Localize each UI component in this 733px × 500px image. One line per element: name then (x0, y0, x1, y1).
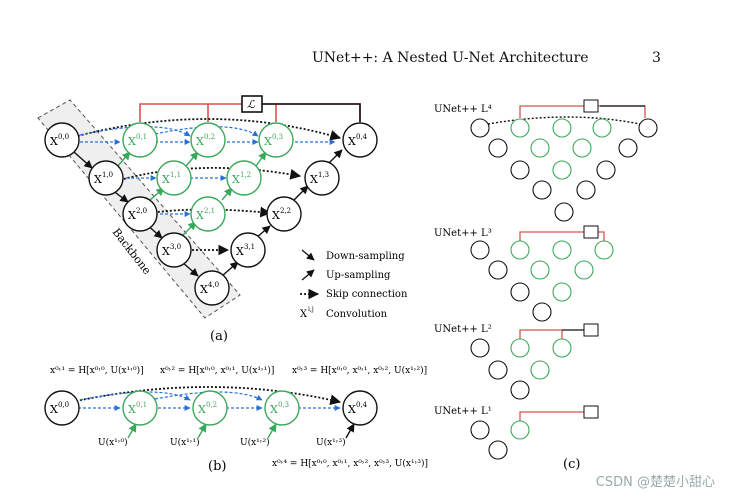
svg-text:0,4: 0,4 (356, 133, 368, 141)
svg-text:X: X (348, 403, 356, 416)
legend: Down-sampling Up-sampling Skip connectio… (300, 249, 408, 320)
page-number: 3 (652, 50, 661, 66)
svg-text:Up-sampling: Up-sampling (326, 270, 391, 281)
svg-text:Skip connection: Skip connection (326, 289, 408, 300)
equation-x04: x⁰˒⁴ = H[x⁰˒⁰, x⁰˒¹, x⁰˒², x⁰˒³, U(x¹˒³)… (272, 458, 428, 469)
svg-text:X: X (272, 209, 280, 222)
svg-text:X: X (196, 135, 204, 148)
equation-x01: x⁰˒¹ = H[x⁰˒⁰, U(x¹˒⁰)] (50, 365, 144, 376)
svg-text:2,2: 2,2 (280, 207, 291, 215)
svg-text:0,1: 0,1 (136, 133, 147, 141)
svg-text:3,0: 3,0 (170, 243, 181, 251)
svg-text:1,3: 1,3 (318, 171, 329, 179)
svg-text:X: X (232, 173, 240, 186)
svg-text:X: X (300, 309, 308, 320)
u-x13-label: U(x¹˒³) (316, 437, 346, 448)
svg-text:X: X (270, 403, 278, 416)
panel-a-label: (a) (210, 329, 228, 344)
svg-text:0,4: 0,4 (356, 401, 368, 409)
svg-text:2,0: 2,0 (136, 207, 147, 215)
svg-text:0,0: 0,0 (58, 133, 69, 141)
svg-text:Down-sampling: Down-sampling (326, 251, 405, 262)
svg-text:0,3: 0,3 (278, 401, 289, 409)
svg-text:X: X (200, 283, 208, 296)
svg-text:0,1: 0,1 (136, 401, 147, 409)
l4-title: UNet++ L⁴ (434, 104, 492, 115)
l2-title: UNet++ L² (434, 324, 492, 335)
svg-text:0,2: 0,2 (204, 133, 215, 141)
svg-text:X: X (198, 403, 206, 416)
panel-c: UNet++ L⁴ UNet++ L³ UNet++ L² (434, 99, 658, 472)
svg-text:X: X (162, 173, 170, 186)
svg-text:0,0: 0,0 (58, 401, 69, 409)
svg-text:3,1: 3,1 (244, 243, 255, 251)
svg-text:i,j: i,j (308, 306, 314, 313)
svg-text:X: X (50, 135, 58, 148)
svg-text:0,3: 0,3 (272, 133, 283, 141)
svg-text:X: X (128, 403, 136, 416)
loss-symbol: ℒ (247, 98, 256, 111)
loss-box (241, 95, 263, 113)
svg-text:X: X (310, 173, 318, 186)
l1-title: UNet++ L¹ (434, 406, 492, 417)
svg-text:0,2: 0,2 (206, 401, 217, 409)
panel-b: x⁰˒¹ = H[x⁰˒⁰, U(x¹˒⁰)] x⁰˒² = H[x⁰˒⁰, x… (44, 365, 428, 474)
u-x10-label: U(x¹˒⁰) (98, 437, 128, 448)
panel-c-label: (c) (563, 457, 580, 472)
svg-text:2,1: 2,1 (204, 207, 215, 215)
panel-a: Backbone ℒ (37, 95, 408, 344)
svg-text:1,1: 1,1 (170, 171, 181, 179)
svg-text:X: X (50, 403, 58, 416)
svg-text:4,0: 4,0 (208, 281, 219, 289)
svg-text:X: X (128, 135, 136, 148)
running-title: UNet++: A Nested U-Net Architecture (312, 50, 589, 66)
svg-text:X: X (348, 135, 356, 148)
svg-text:X: X (128, 209, 136, 222)
u-x12-label: U(x¹˒²) (240, 437, 270, 448)
svg-text:X: X (264, 135, 272, 148)
svg-text:1,2: 1,2 (240, 171, 251, 179)
svg-text:X: X (94, 173, 102, 186)
svg-text:X: X (162, 245, 170, 258)
equation-x02: x⁰˒² = H[x⁰˒⁰, x⁰˒¹, U(x¹˒¹)] (160, 365, 274, 376)
svg-text:Convolution: Convolution (326, 309, 388, 320)
u-x11-label: U(x¹˒¹) (170, 437, 200, 448)
panel-b-label: (b) (208, 459, 226, 474)
svg-text:X: X (196, 209, 204, 222)
equation-x03: x⁰˒³ = H[x⁰˒⁰, x⁰˒¹, x⁰˒², U(x¹˒²)] (292, 365, 427, 376)
watermark: CSDN @楚楚小甜心 (595, 475, 715, 490)
l3-title: UNet++ L³ (434, 228, 492, 239)
svg-text:1,0: 1,0 (102, 171, 113, 179)
svg-text:X: X (236, 245, 244, 258)
